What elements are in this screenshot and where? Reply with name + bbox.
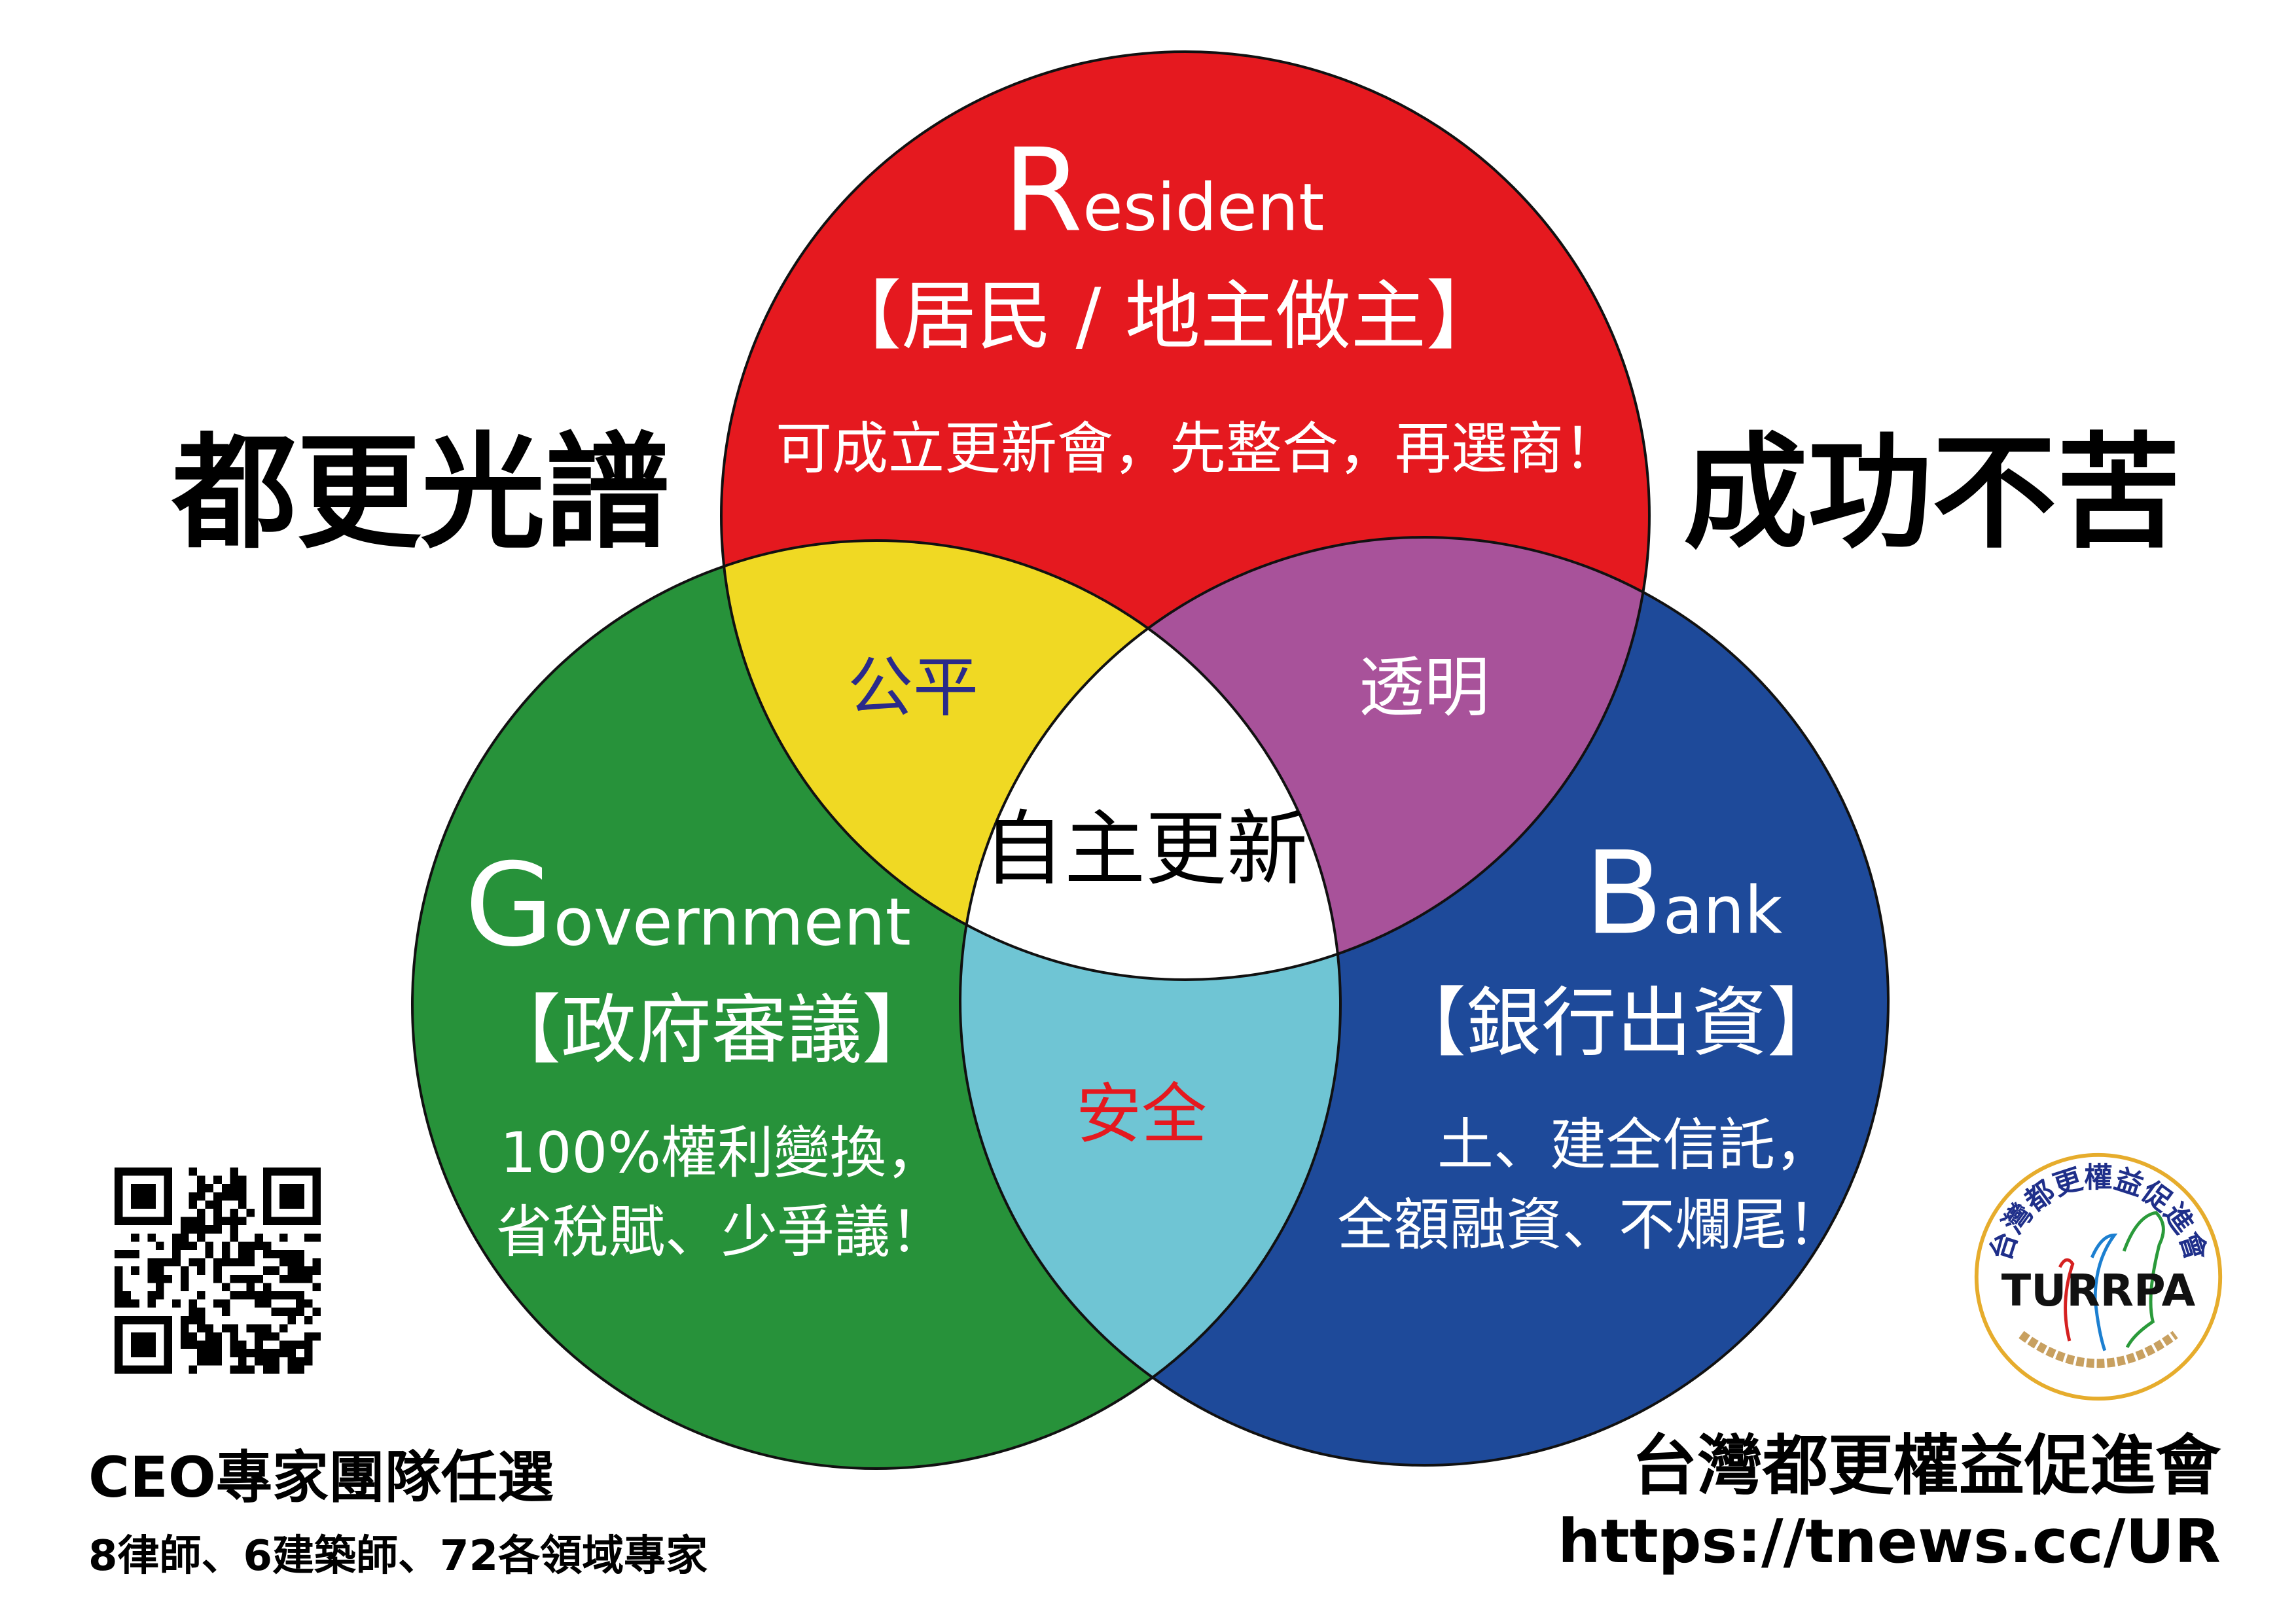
government-label: Government: [465, 839, 911, 972]
resident-label: Resident: [1003, 124, 1325, 258]
safety-label: 安全: [1076, 1076, 1207, 1152]
turrpa-logo: 台灣都更權益促進會 TURRPA: [1974, 1152, 2223, 1401]
footer-team-title: CEO專家團隊任選: [88, 1445, 554, 1510]
transparency-label: 透明: [1359, 649, 1490, 726]
resident-desc: 可成立更新會，先整合，再選商！: [776, 416, 1620, 482]
government-desc-2: 省稅賦、少爭議！: [496, 1200, 946, 1265]
government-bracket: 【政府審議】: [485, 986, 938, 1075]
bank-desc-1: 土、建全信託，: [1437, 1113, 1831, 1178]
footer-org-name: 台灣都更權益促進會: [1632, 1427, 2221, 1504]
qr-code[interactable]: [115, 1168, 321, 1374]
left-title: 都更光譜: [171, 421, 670, 565]
center-label: 自主更新: [982, 802, 1308, 897]
bank-label: Bank: [1584, 827, 1783, 961]
bank-bracket: 【銀行出資】: [1390, 979, 1843, 1067]
right-title: 成功不苦: [1683, 421, 2181, 565]
fairness-label: 公平: [848, 649, 978, 726]
government-desc-1: 100%權利變換，: [500, 1120, 942, 1186]
resident-bracket: 【居民 / 地主做主】: [826, 272, 1501, 361]
footer-team-detail: 8律師、6建築師、72各領域專家: [88, 1532, 708, 1580]
bank-desc-2: 全額融資、不爛尾！: [1337, 1192, 1844, 1258]
center-region: [960, 541, 1340, 980]
svg-text:TURRPA: TURRPA: [2001, 1265, 2196, 1316]
footer-url-link[interactable]: https://tnews.cc/UR: [1558, 1507, 2221, 1577]
